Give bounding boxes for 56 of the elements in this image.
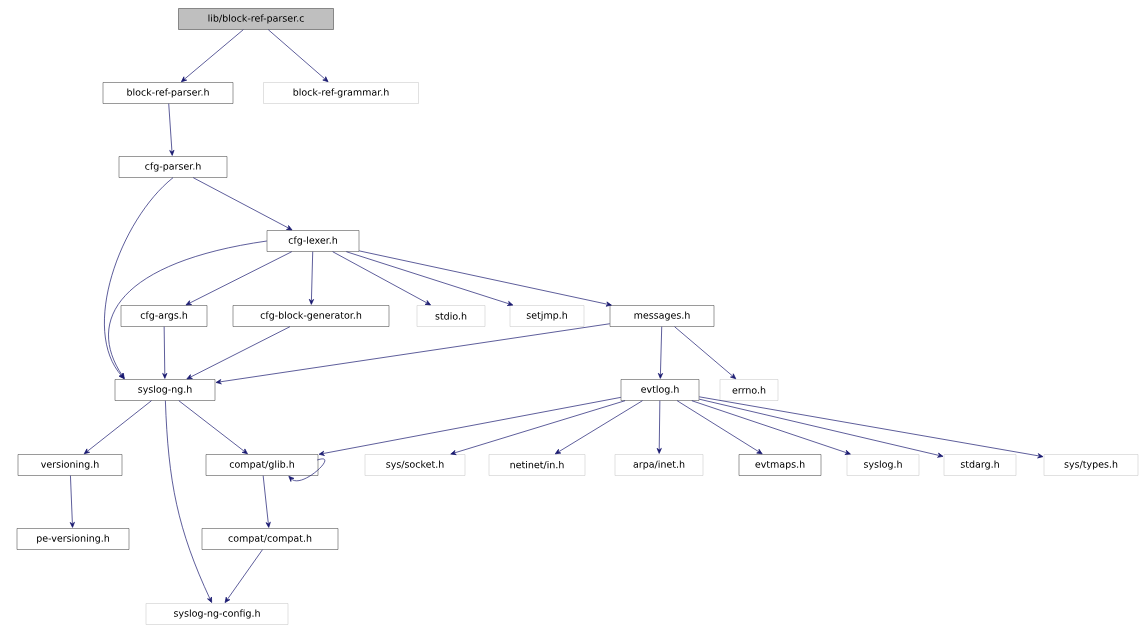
file-box: compat/glib.h	[205, 454, 319, 476]
arrow	[674, 326, 737, 380]
arrow	[83, 400, 152, 455]
file-box: block-ref-parser.h	[102, 82, 234, 104]
file-box: block-ref-grammar.h	[263, 82, 419, 104]
file-box: versioning.h	[17, 454, 123, 476]
file-box: setjmp.h	[509, 305, 585, 327]
file-box: stdarg.h	[943, 454, 1017, 476]
arrow	[178, 400, 248, 455]
arrow	[224, 549, 263, 603]
arrow	[288, 458, 326, 482]
arrow	[318, 397, 622, 456]
file-box: sys/socket.h	[364, 454, 466, 476]
arrow	[698, 396, 1044, 459]
file-box: lib/block-ref-parser.c	[178, 8, 334, 30]
file-box: cfg-args.h	[120, 305, 208, 327]
arrow	[262, 475, 271, 528]
file-box: pe-versioning.h	[16, 528, 130, 550]
arrow	[358, 250, 612, 307]
file-box: cfg-parser.h	[118, 156, 228, 178]
arrow	[332, 251, 431, 306]
file-box: evtmaps.h	[738, 454, 822, 476]
file-box: errno.h	[719, 379, 779, 401]
file-box: syslog-ng.h	[114, 379, 216, 401]
arrow	[192, 177, 293, 231]
file-box: syslog-ng-config.h	[145, 603, 289, 625]
file-box: cfg-block-generator.h	[232, 305, 390, 327]
file-box: evtlog.h	[620, 379, 700, 401]
arrow	[267, 29, 329, 83]
file-box: compat/compat.h	[201, 528, 339, 550]
arrow	[450, 400, 626, 455]
arrow	[162, 326, 168, 379]
arrow	[346, 251, 514, 306]
arrow	[691, 400, 851, 455]
file-box: syslog.h	[846, 454, 920, 476]
file-box: arpa/inet.h	[614, 454, 704, 476]
arrow	[165, 400, 212, 603]
arrow	[104, 177, 174, 379]
arrow	[308, 251, 314, 305]
arrow	[554, 400, 643, 455]
file-box: cfg-lexer.h	[266, 230, 360, 252]
arrow	[215, 323, 611, 385]
arrow	[698, 398, 944, 458]
file-box: netinet/in.h	[488, 454, 586, 476]
arrow	[186, 326, 291, 380]
file-box: messages.h	[609, 305, 715, 327]
arrow	[657, 326, 663, 379]
arrow	[676, 400, 763, 455]
arrow	[181, 29, 244, 83]
file-box: sys/types.h	[1043, 454, 1139, 476]
file-box: stdio.h	[416, 305, 486, 327]
arrow	[656, 400, 662, 454]
arrow	[185, 251, 293, 306]
arrow	[108, 240, 268, 379]
arrow	[168, 103, 175, 156]
arrow	[69, 475, 75, 528]
